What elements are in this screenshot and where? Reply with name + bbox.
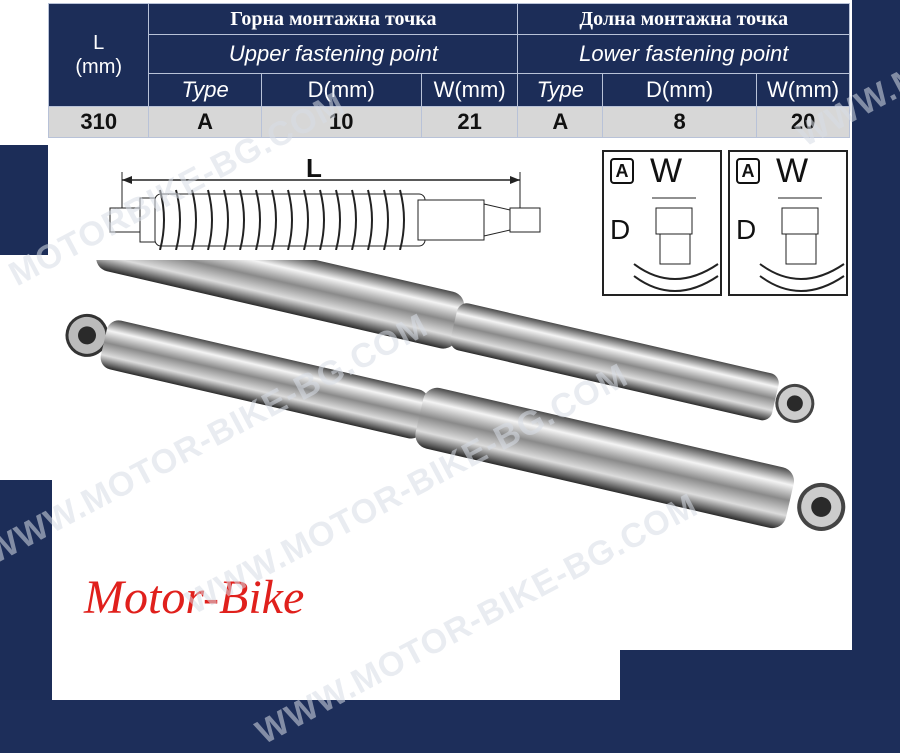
navy-edge-bottom-right — [620, 650, 852, 700]
length-label: L — [306, 153, 322, 183]
shock-upper — [96, 260, 815, 423]
value-upper-d: 10 — [260, 106, 422, 138]
mount-d-label: D — [736, 214, 757, 245]
l-header: L (mm) — [75, 32, 123, 78]
upper-mount-detail: A W D — [602, 150, 722, 296]
value-upper-type: A — [148, 106, 262, 138]
value-lower-d: 8 — [602, 106, 758, 138]
mount-eye-drawing — [759, 197, 845, 292]
upper-d-col: D(mm) — [260, 73, 422, 107]
lower-mount-detail: A W D — [728, 150, 848, 296]
mount-w-label: W — [776, 152, 809, 190]
lower-w-col: W(mm) — [756, 73, 850, 107]
mount-type-badge: A — [610, 158, 634, 184]
value-upper-w: 21 — [420, 106, 519, 138]
upper-type-col: Type — [148, 73, 262, 107]
lower-type-col: Type — [517, 73, 604, 107]
upper-w-col: W(mm) — [420, 73, 519, 107]
lower-header-bg: Долна монтажна точка — [517, 3, 850, 35]
navy-edge-left — [0, 145, 48, 255]
value-lower-w: 20 — [756, 106, 850, 138]
value-l: 310 — [47, 106, 150, 138]
shock-schematic: L — [109, 153, 541, 250]
spring-coils — [159, 189, 405, 250]
lower-header-en: Lower fastening point — [517, 34, 850, 74]
navy-edge-bottom-left — [0, 480, 52, 700]
spec-table: L (mm) Горна монтажна точка Долна монтаж… — [47, 3, 850, 138]
value-lower-type: A — [517, 106, 604, 138]
mount-eye-drawing — [633, 197, 719, 292]
mount-type-badge: A — [736, 158, 760, 184]
shock-lower — [65, 313, 846, 531]
brand-logo: Motor-Bike — [84, 571, 305, 624]
l-header-cell: L (mm) — [47, 3, 150, 107]
lower-d-col: D(mm) — [602, 73, 758, 107]
shock-absorbers-photo — [65, 260, 846, 531]
mount-w-label: W — [650, 152, 683, 190]
upper-header-en: Upper fastening point — [148, 34, 519, 74]
mount-d-label: D — [610, 214, 631, 245]
upper-header-bg: Горна монтажна точка — [148, 3, 519, 35]
